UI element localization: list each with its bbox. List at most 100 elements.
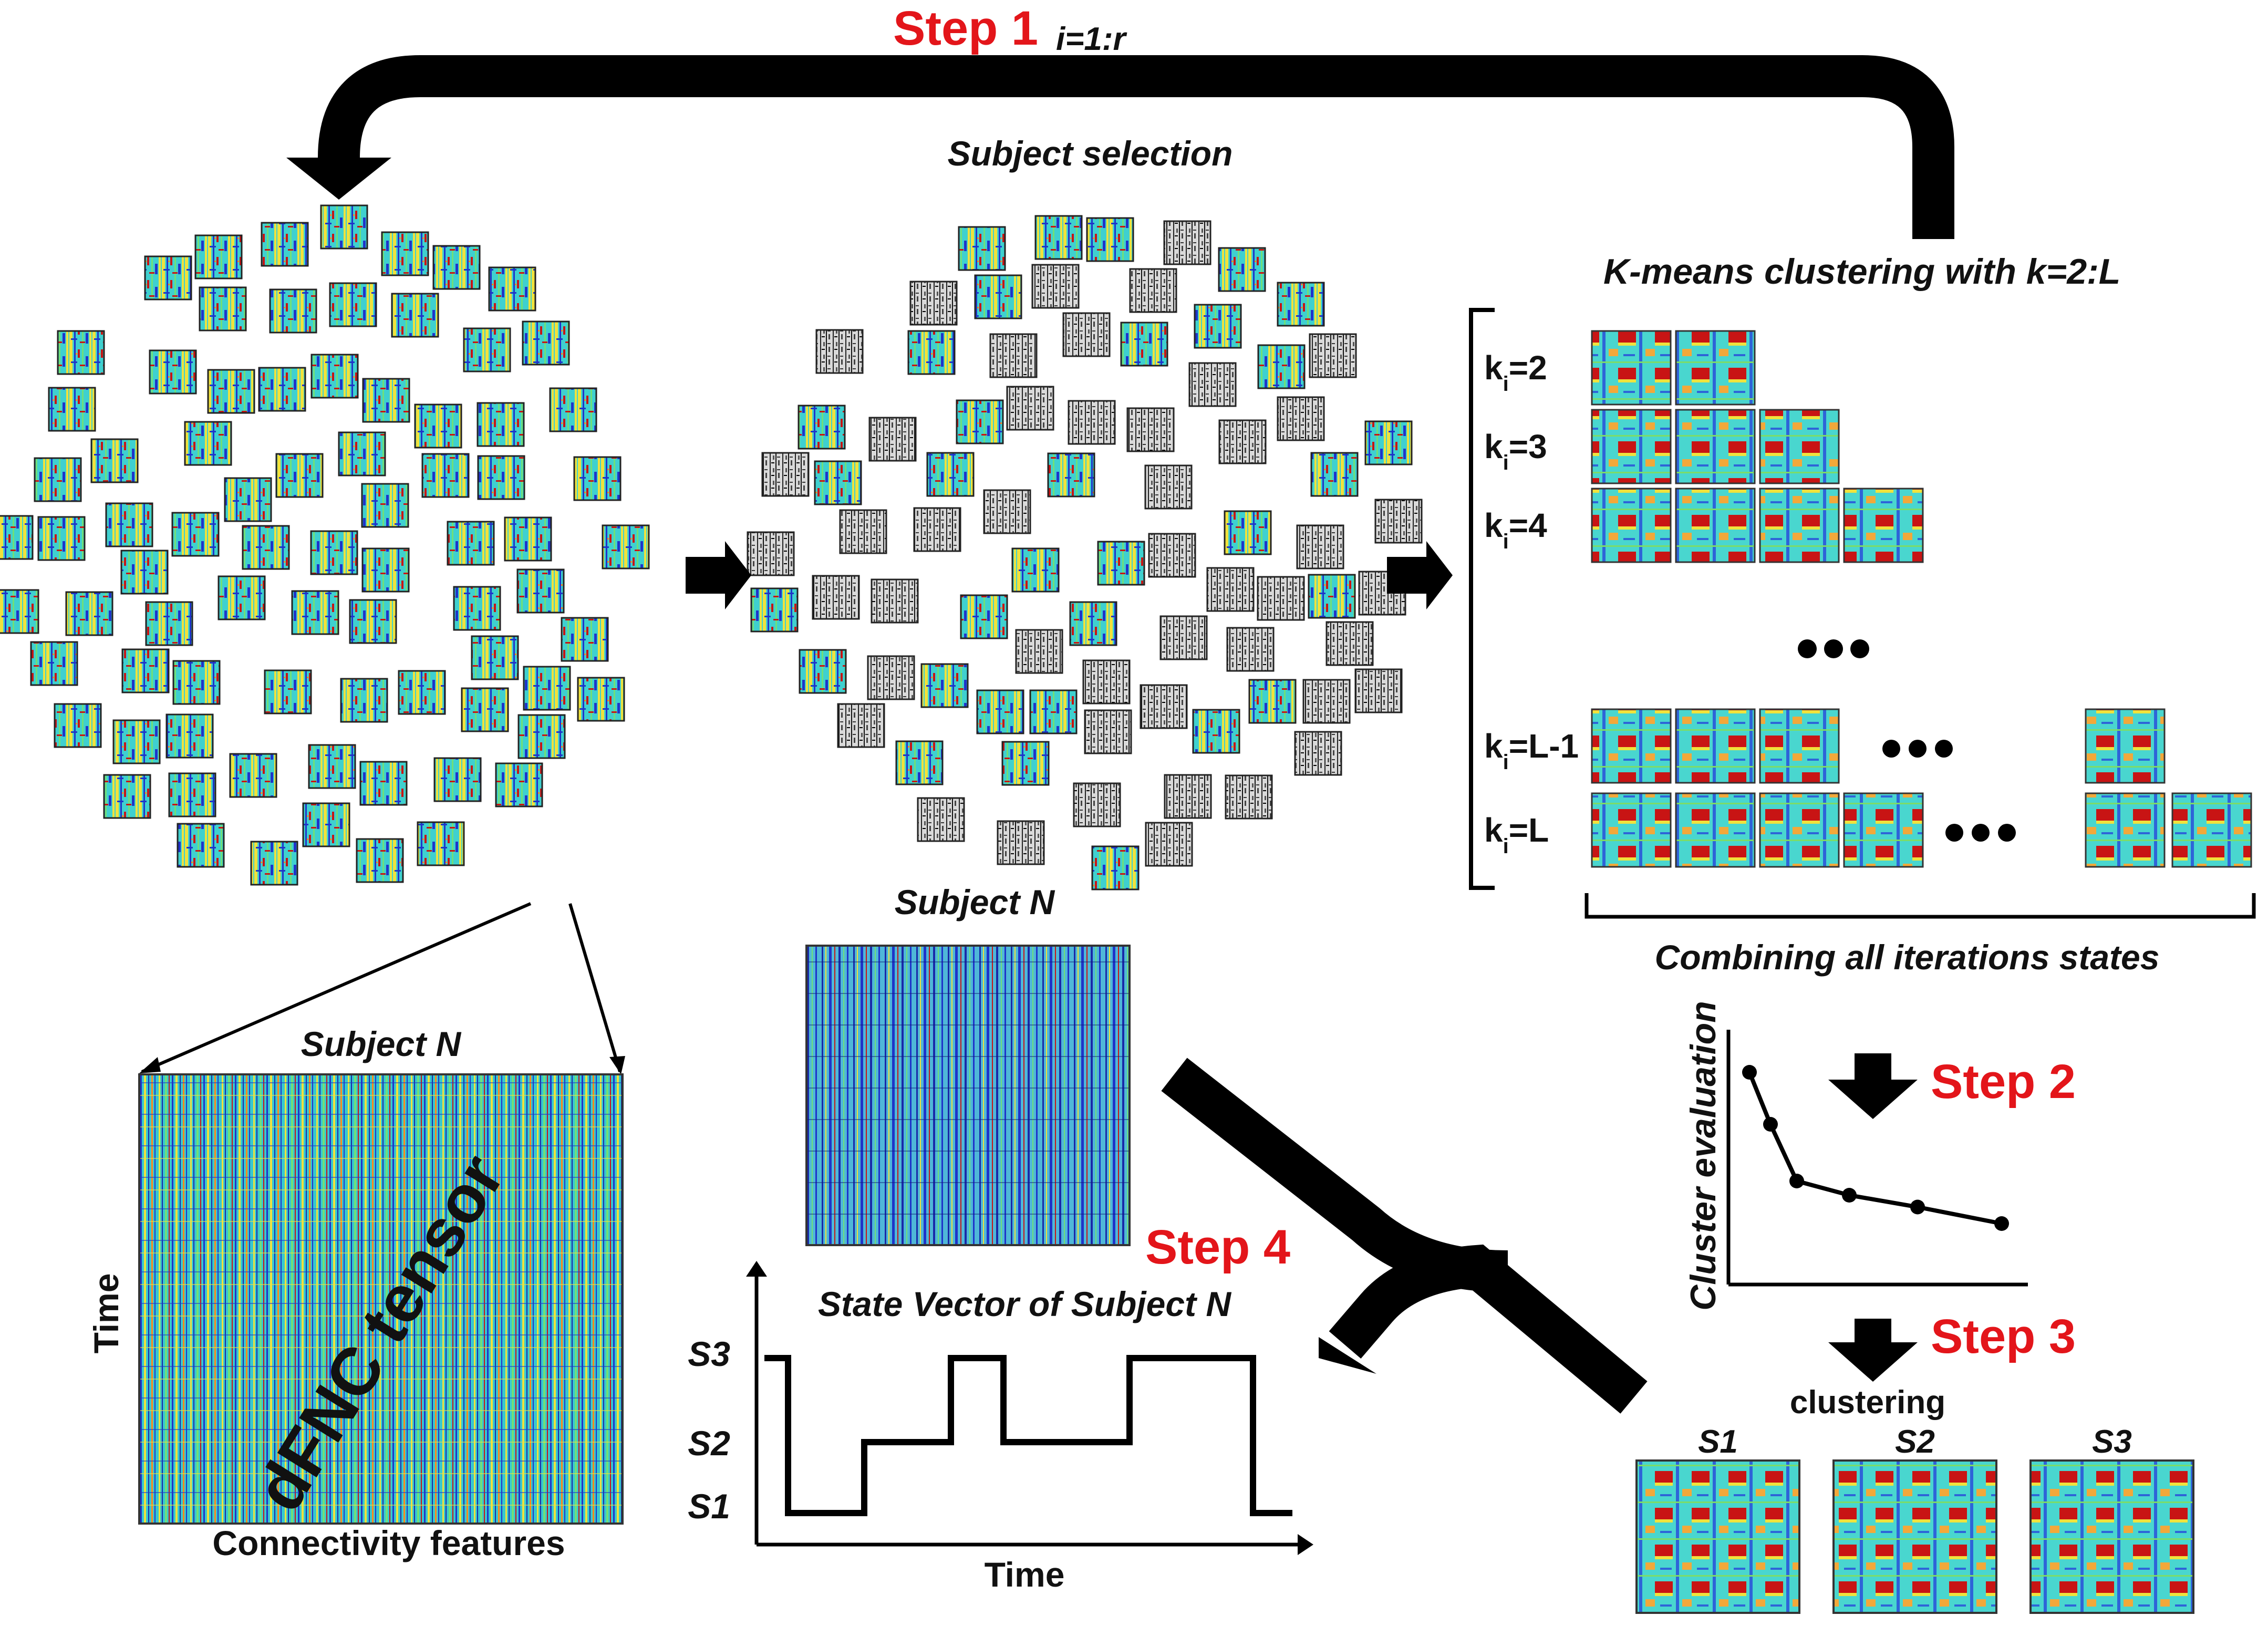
subject-matrix-tile [310,354,359,399]
subject-matrix-tile [920,663,969,708]
state-label-s3: S3 [2092,1424,2132,1460]
subject-matrix-tile [224,477,272,522]
subject-matrix-tile [812,575,860,620]
subject-matrix-tile [105,502,153,547]
k-rows: ki=2ki=3ki=4ki=L-1ki=L [1484,330,2252,868]
time-axis-label: Time [87,1273,126,1354]
subject-matrix-tile [1084,709,1132,754]
subject-matrix-tile [1248,679,1297,724]
subject-matrix-tile [1302,679,1351,724]
subject-matrix-tile [1163,220,1211,265]
subject-matrix-tile [798,405,846,450]
subject-matrix-tile [250,841,298,886]
subject-n-label-2: Subject N [895,883,1055,921]
subject-cloud-selection [747,215,1423,890]
combining-bracket [1585,893,2256,919]
subject-matrix-tile [549,387,597,432]
ellipsis-dot [1945,824,1963,842]
k-row-label: ki=2 [1484,349,1547,396]
subject-matrix-tile [37,516,86,561]
loop-arrow [318,55,1954,239]
step-3-arrow [1828,1319,1918,1382]
subject-matrix-tile [1069,601,1117,646]
subject-matrix-tile [145,601,193,646]
subject-matrix-tile [956,399,1004,444]
subject-matrix-tile [269,288,317,334]
subject-matrix-tile [417,821,465,866]
ellipsis-dot [1972,824,1990,842]
subject-n-matrix [805,945,1131,1246]
subject-matrix-tile [1164,774,1212,819]
subject-matrix-tile [144,255,192,301]
subject-matrix-tile [477,402,525,447]
subject-matrix-tile [814,460,862,505]
subject-matrix-tile [1031,264,1080,309]
subject-matrix-tile [1159,615,1208,660]
subject-matrix-tile [149,349,197,395]
state-tile [1675,708,1756,784]
subject-matrix-tile [242,525,290,570]
subject-matrix-tile [1091,845,1140,890]
subject-matrix-tile [983,489,1031,534]
subject-matrix-tile [359,761,408,806]
k-row-label: ki=3 [1484,428,1547,474]
subject-matrix-tile [761,452,810,497]
subject-matrix-tile [747,531,795,576]
subject-matrix-tile [602,524,650,569]
elbow-points [1742,1065,2009,1231]
state-tile [1759,409,1840,484]
subject-matrix-tile [302,802,350,847]
subject-matrix-tile [103,774,151,819]
state-vector-title: State Vector of Subject N [818,1285,1231,1323]
subject-matrix-tile [1140,684,1188,729]
subject-matrix-tile [356,838,404,883]
zoom-line-left [141,902,532,1073]
loop-index-label: i=1:r [1056,21,1127,57]
elbow-point [1994,1216,2009,1231]
subject-matrix-tile [1073,782,1121,827]
subject-matrix-tile [1277,282,1325,327]
subject-matrix-tile [1308,574,1356,619]
subject-matrix-tile [120,550,169,595]
subject-matrix-tile [868,417,917,462]
state-sequence-line [764,1355,1292,1516]
state-tile [1759,792,1840,868]
subject-matrix-tile [172,660,221,705]
subject-matrix-tile [65,591,113,636]
state-vector-xlabel: Time [985,1555,1065,1594]
subject-matrix-tile [495,762,543,807]
subject-matrix-tile [275,453,324,498]
ellipsis-dot [1909,740,1927,758]
state-tile [1759,488,1840,563]
subject-matrix-tile [112,719,161,764]
subject-matrix-tile [1225,774,1273,820]
subject-matrix-tile [1047,452,1095,498]
subject-matrix-tile [1354,668,1403,713]
elbow-point [1910,1199,1925,1215]
subject-matrix-tile [1148,533,1196,578]
state-tile [1843,792,1924,868]
state-tile [2085,708,2166,784]
subject-matrix-tile [165,713,214,759]
subject-matrix-tile [433,757,482,802]
subject-matrix-tile [960,594,1008,639]
cluster-eval-label: Cluster evaluation [1683,1001,1723,1311]
state-tile [1591,409,1672,484]
subject-matrix-tile [1120,322,1168,367]
subject-matrix-tile [463,327,511,372]
ellipsis-dot [1935,740,1953,758]
state-tile [1675,409,1756,484]
state-tile [1591,330,1672,406]
subject-matrix-tile [291,590,339,635]
subject-matrix-tile [1034,215,1083,260]
subject-matrix-tile [338,431,386,477]
connectivity-features-label: Connectivity features [212,1524,565,1562]
subject-matrix-tile [504,516,552,562]
subject-matrix-tile [1325,621,1374,666]
subject-matrix-tile [168,772,216,817]
state-tile [2171,792,2252,868]
subject-matrix-tile [1097,541,1145,586]
subject-matrix-tile [1257,576,1305,621]
subject-matrix-tile [391,293,439,338]
